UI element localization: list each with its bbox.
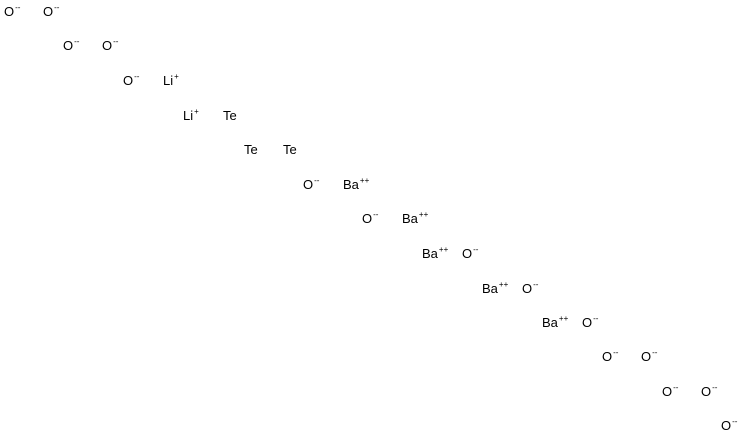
oxide-ion: O-- [582, 314, 599, 330]
oxide-ion: O-- [522, 280, 539, 296]
barium-ion: Ba++ [482, 280, 509, 296]
oxide-ion: O-- [303, 176, 320, 192]
oxide-ion: O-- [123, 72, 140, 88]
oxide-ion: O-- [362, 210, 379, 226]
lithium-ion: Li+ [183, 107, 199, 123]
tellurium-atom: Te [283, 142, 297, 157]
oxide-ion: O-- [43, 3, 60, 19]
oxide-ion: O-- [602, 348, 619, 364]
oxide-ion: O-- [63, 37, 80, 53]
oxide-ion: O-- [721, 417, 738, 433]
barium-ion: Ba++ [402, 210, 429, 226]
tellurium-atom: Te [223, 108, 237, 123]
oxide-ion: O-- [102, 37, 119, 53]
oxide-ion: O-- [662, 383, 679, 399]
oxide-ion: O-- [4, 3, 21, 19]
barium-ion: Ba++ [422, 245, 449, 261]
oxide-ion: O-- [641, 348, 658, 364]
oxide-ion: O-- [462, 245, 479, 261]
lithium-ion: Li+ [163, 72, 179, 88]
barium-ion: Ba++ [343, 176, 370, 192]
barium-ion: Ba++ [542, 314, 569, 330]
oxide-ion: O-- [701, 383, 718, 399]
tellurium-atom: Te [244, 142, 258, 157]
